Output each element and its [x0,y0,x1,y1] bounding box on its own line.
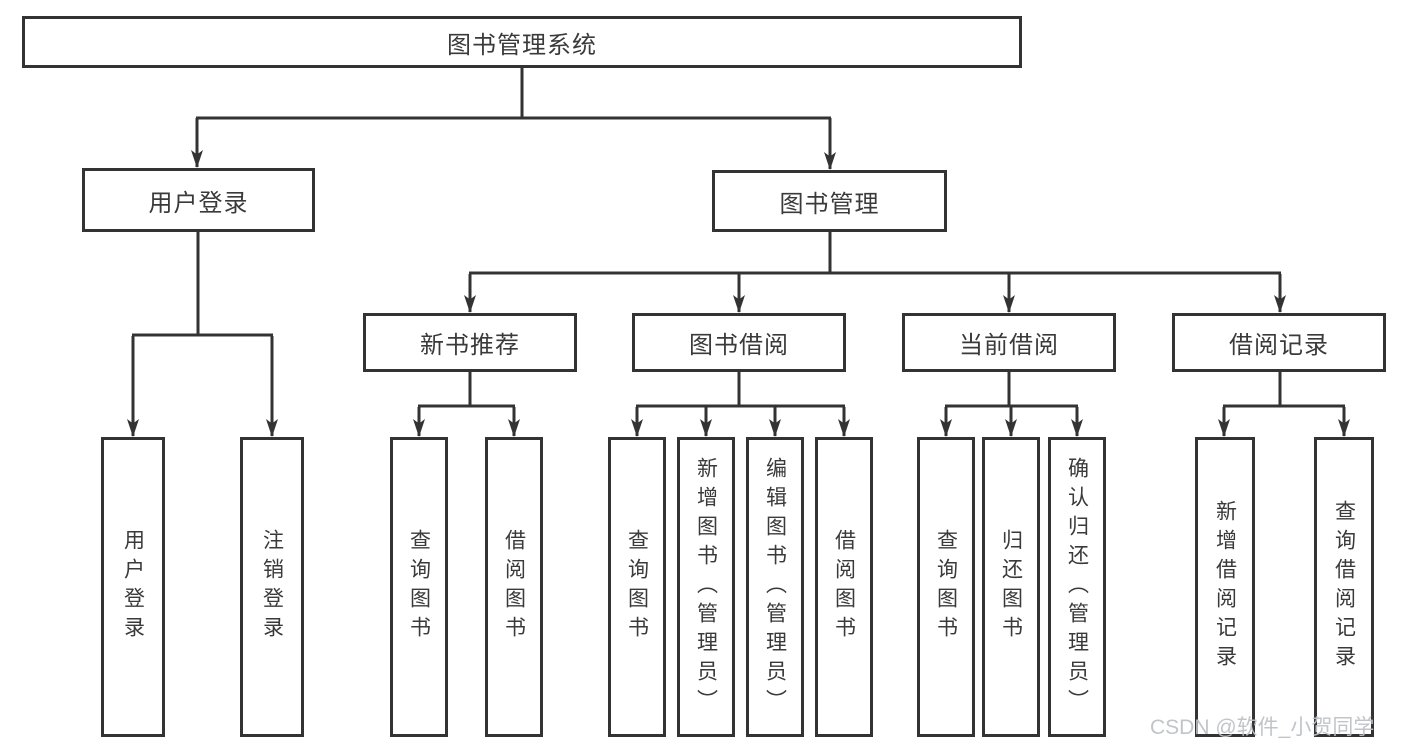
leaf-current-query-books: 查询图书 [917,437,975,737]
leaf-recommend-borrow-books-label: 借阅图书 [502,529,526,645]
leaf-borrow-query-books: 查询图书 [608,437,666,737]
node-book-borrow: 图书借阅 [632,313,846,372]
leaf-recommend-borrow-books: 借阅图书 [485,437,543,737]
leaf-current-confirm-return-admin: 确认归还（管理员） [1048,437,1106,737]
leaf-records-add-record: 新增借阅记录 [1195,437,1255,737]
node-root-label: 图书管理系统 [447,31,597,59]
leaf-borrow-query-books-label: 查询图书 [625,529,649,645]
node-book-management-label: 图书管理 [779,190,880,218]
node-book-management: 图书管理 [712,170,947,232]
node-new-book-recommend-label: 新书推荐 [420,332,520,359]
leaf-user-login-label: 用户登录 [121,529,145,645]
leaf-borrow-add-books-admin-label: 新增图书（管理员） [694,456,718,718]
leaf-borrow-borrow-books-label: 借阅图书 [832,529,856,645]
leaf-current-query-books-label: 查询图书 [934,529,958,645]
leaf-borrow-edit-books-admin-label: 编辑图书（管理员） [763,456,787,718]
node-new-book-recommend: 新书推荐 [363,313,577,372]
leaf-records-query-record: 查询借阅记录 [1314,437,1374,737]
leaf-current-confirm-return-admin-label: 确认归还（管理员） [1065,456,1089,718]
leaf-records-query-record-label: 查询借阅记录 [1332,500,1356,674]
leaf-recommend-query-books-label: 查询图书 [407,529,431,645]
leaf-current-return-books-label: 归还图书 [999,529,1023,645]
node-user-login-label: 用户登录 [148,189,249,217]
node-current-borrow: 当前借阅 [902,313,1116,372]
leaf-borrow-borrow-books: 借阅图书 [815,437,873,737]
leaf-current-return-books: 归还图书 [982,437,1040,737]
leaf-recommend-query-books: 查询图书 [390,437,448,737]
leaf-logout: 注销登录 [240,437,304,737]
leaf-user-login: 用户登录 [101,437,165,737]
node-borrow-records: 借阅记录 [1172,313,1386,372]
leaf-borrow-edit-books-admin: 编辑图书（管理员） [746,437,804,737]
leaf-borrow-add-books-admin: 新增图书（管理员） [677,437,735,737]
node-borrow-records-label: 借阅记录 [1229,332,1329,359]
node-root: 图书管理系统 [22,16,1022,68]
node-current-borrow-label: 当前借阅 [959,332,1059,359]
watermark: CSDN @软件_小贺同学 [1150,716,1375,739]
node-book-borrow-label: 图书借阅 [689,332,789,359]
leaf-logout-label: 注销登录 [260,529,284,645]
leaf-records-add-record-label: 新增借阅记录 [1213,500,1237,674]
node-user-login: 用户登录 [82,168,315,232]
